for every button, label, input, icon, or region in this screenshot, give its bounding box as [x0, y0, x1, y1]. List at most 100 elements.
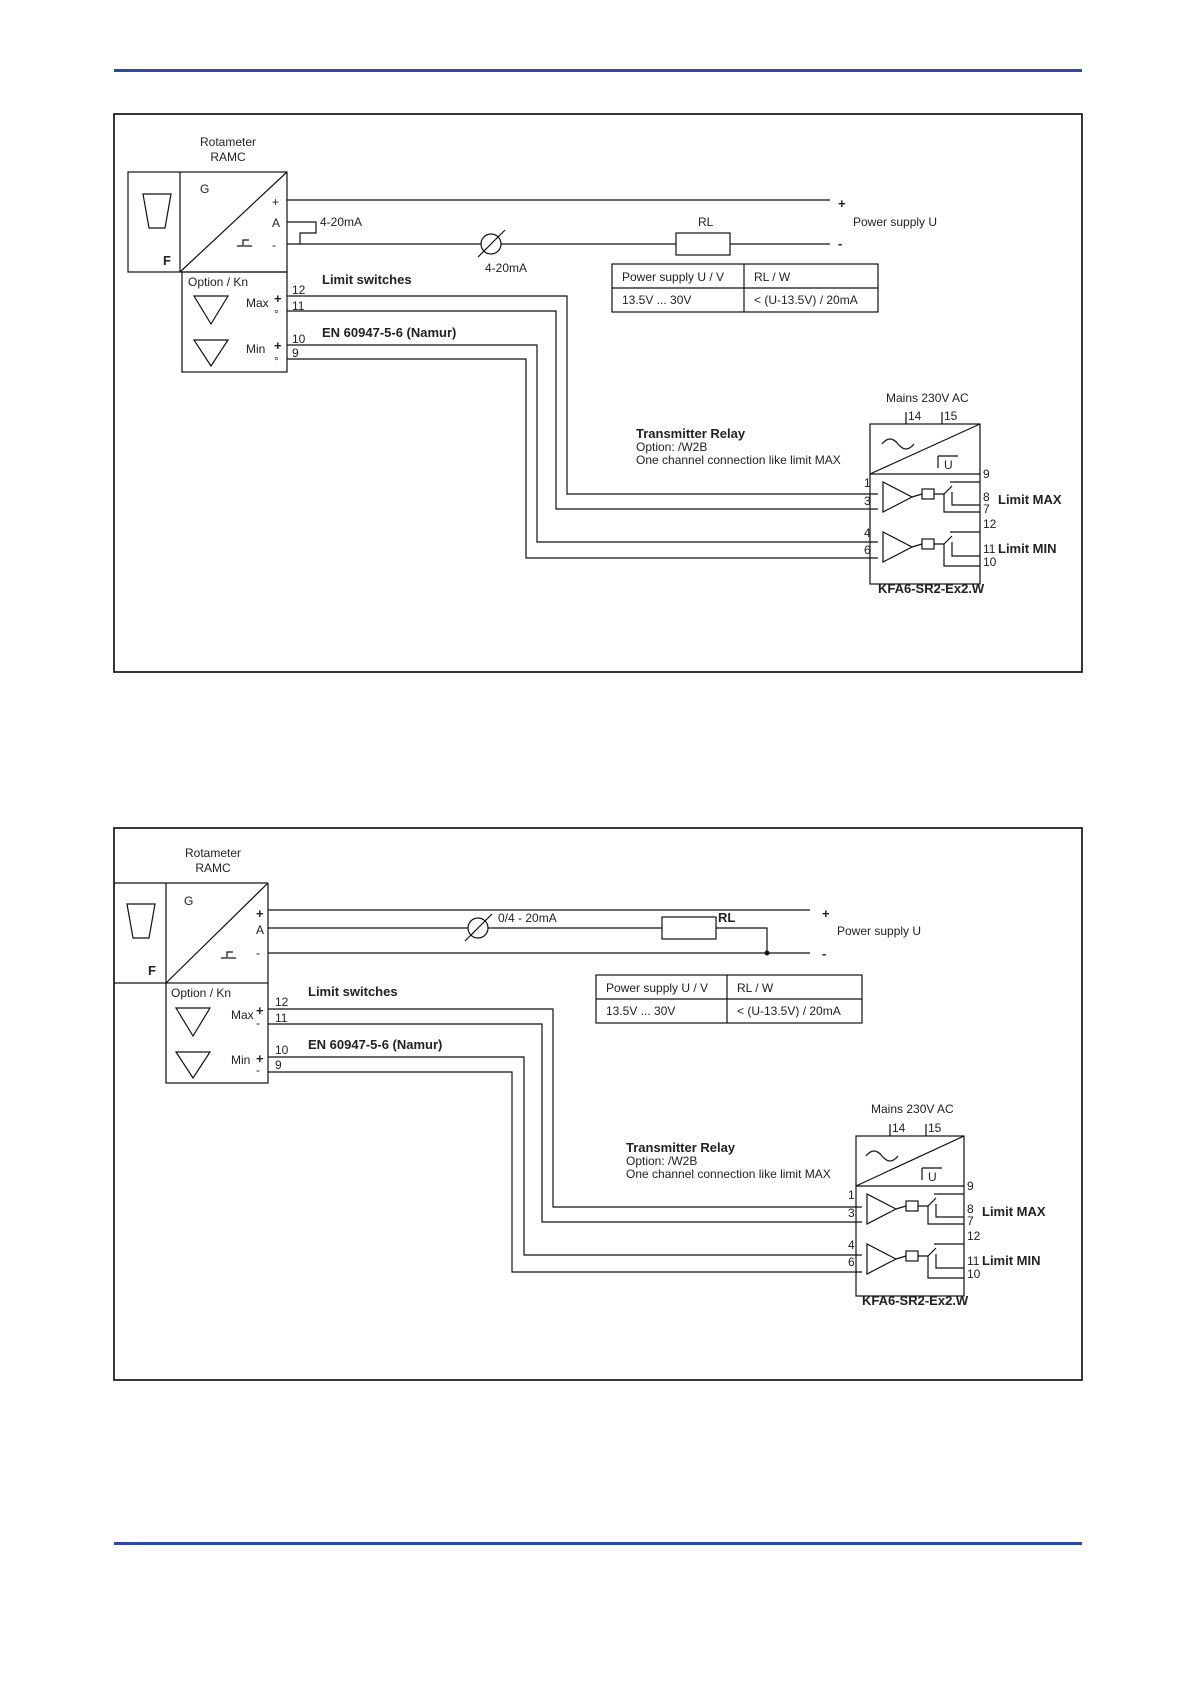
limit-switch-box [181, 271, 288, 373]
signal-label: 4-20mA [320, 215, 362, 229]
wiring-diagram-1: Rotameter RAMC F G + A - 4-20mA 4-20mA R… [113, 113, 1083, 673]
table-header-rl: RL / W [754, 270, 791, 284]
limit-min-triangle-icon [192, 339, 230, 368]
meter-label: 0/4 - 20mA [498, 911, 557, 925]
option-label: Option / Kn [188, 275, 248, 289]
relay-out-12: 12 [983, 517, 997, 531]
u-symbol: U [928, 1170, 937, 1184]
label-f: F [148, 963, 156, 978]
label-g: G [200, 182, 209, 196]
footer-rule [114, 1542, 1082, 1545]
relay-out-8: 8 [967, 1202, 974, 1216]
terminal-plus: + [256, 906, 264, 921]
label-g: G [184, 894, 193, 908]
table-cell-supply: 13.5V ... 30V [622, 293, 691, 307]
device-title: Rotameter [185, 846, 241, 860]
relay-coil-1-icon [921, 488, 935, 500]
min-sign-minus: ° [274, 354, 279, 368]
limit-min-label: Limit MIN [998, 541, 1057, 556]
ac-symbol-icon [865, 1150, 899, 1162]
wiring-diagram-2: Rotameter RAMC F G + A - 0/4 - 20mA RL +… [113, 827, 1083, 1381]
relay-out-11: 11 [967, 1254, 980, 1268]
relay-option: Option: /W2B [636, 440, 707, 454]
terminal-12: 12 [275, 995, 289, 1009]
label-f: F [163, 253, 171, 268]
rl-label: RL [698, 215, 714, 229]
relay-in-4: 4 [848, 1238, 855, 1252]
supply-plus: + [838, 196, 846, 211]
load-resistor [661, 916, 717, 940]
relay-title: Transmitter Relay [636, 426, 746, 441]
min-sign-plus: + [274, 338, 282, 353]
terminal-a: A [256, 923, 264, 937]
limit-max-label: Limit MAX [982, 1204, 1046, 1219]
terminal-a: A [272, 216, 280, 230]
min-sign-plus: + [256, 1051, 264, 1066]
max-sign-plus: + [256, 1003, 264, 1018]
supply-label: Power supply U [853, 215, 937, 229]
limit-max-triangle-icon [174, 1007, 212, 1038]
relay-out-12: 12 [967, 1229, 981, 1243]
min-label: Min [231, 1053, 250, 1067]
relay-coil-2-icon [921, 538, 935, 550]
supply-minus: - [822, 946, 826, 961]
relay-out-7: 7 [983, 502, 990, 516]
relay-out-9: 9 [967, 1179, 974, 1193]
terminal-10: 10 [275, 1043, 289, 1057]
max-label: Max [231, 1008, 254, 1022]
relay-box [869, 423, 981, 585]
relay-box [855, 1135, 965, 1297]
terminal-minus: - [256, 946, 260, 960]
terminal-plus: + [272, 195, 279, 209]
relay-out-8: 8 [983, 490, 990, 504]
amplifier-2-icon [866, 1243, 898, 1275]
relay-out-11: 11 [983, 542, 996, 556]
header-rule [114, 69, 1082, 72]
diagram-frame [113, 827, 1083, 1381]
limit-switch-box [165, 982, 269, 1084]
relay-out-10: 10 [967, 1267, 981, 1281]
device-model: RAMC [210, 150, 246, 164]
standard-label: EN 60947-5-6 (Namur) [322, 325, 456, 340]
relay-title: Transmitter Relay [626, 1140, 736, 1155]
relay-terminal-14: 14 [892, 1121, 906, 1135]
relay-out-9: 9 [983, 467, 990, 481]
supply-minus: - [838, 236, 842, 251]
table-cell-rl: < (U-13.5V) / 20mA [754, 293, 858, 307]
relay-in-6: 6 [864, 543, 871, 557]
diagram-frame [113, 113, 1083, 673]
supply-label: Power supply U [837, 924, 921, 938]
limit-max-triangle-icon [192, 295, 230, 326]
output-symbol-icon [221, 951, 233, 959]
relay-option: Option: /W2B [626, 1154, 697, 1168]
mains-label: Mains 230V AC [886, 391, 969, 405]
u-symbol: U [944, 458, 953, 472]
terminal-12: 12 [292, 283, 306, 297]
amplifier-2-icon [882, 531, 914, 563]
relay-model: KFA6-SR2-Ex2.W [878, 581, 985, 596]
limit-switches-label: Limit switches [308, 984, 398, 999]
relay-in-6: 6 [848, 1255, 855, 1269]
amplifier-1-icon [866, 1193, 898, 1225]
relay-in-3: 3 [848, 1206, 855, 1220]
output-symbol-icon [237, 239, 249, 247]
limit-min-label: Limit MIN [982, 1253, 1041, 1268]
float-cup-icon [142, 193, 172, 229]
terminal-9: 9 [292, 346, 299, 360]
relay-coil-2-icon [905, 1250, 919, 1262]
relay-model: KFA6-SR2-Ex2.W [862, 1293, 969, 1308]
amplifier-1-icon [882, 481, 914, 513]
relay-note: One channel connection like limit MAX [636, 453, 841, 467]
limit-max-label: Limit MAX [998, 492, 1062, 507]
relay-in-1: 1 [848, 1188, 855, 1202]
relay-out-10: 10 [983, 555, 997, 569]
relay-terminal-15: 15 [928, 1121, 942, 1135]
terminal-minus: - [272, 238, 276, 252]
option-label: Option / Kn [171, 986, 231, 1000]
terminal-11: 11 [292, 299, 305, 313]
relay-note: One channel connection like limit MAX [626, 1167, 831, 1181]
min-sign-minus: - [256, 1063, 260, 1077]
table-header-supply: Power supply U / V [622, 270, 724, 284]
limit-switches-label: Limit switches [322, 272, 412, 287]
relay-in-3: 3 [864, 494, 871, 508]
